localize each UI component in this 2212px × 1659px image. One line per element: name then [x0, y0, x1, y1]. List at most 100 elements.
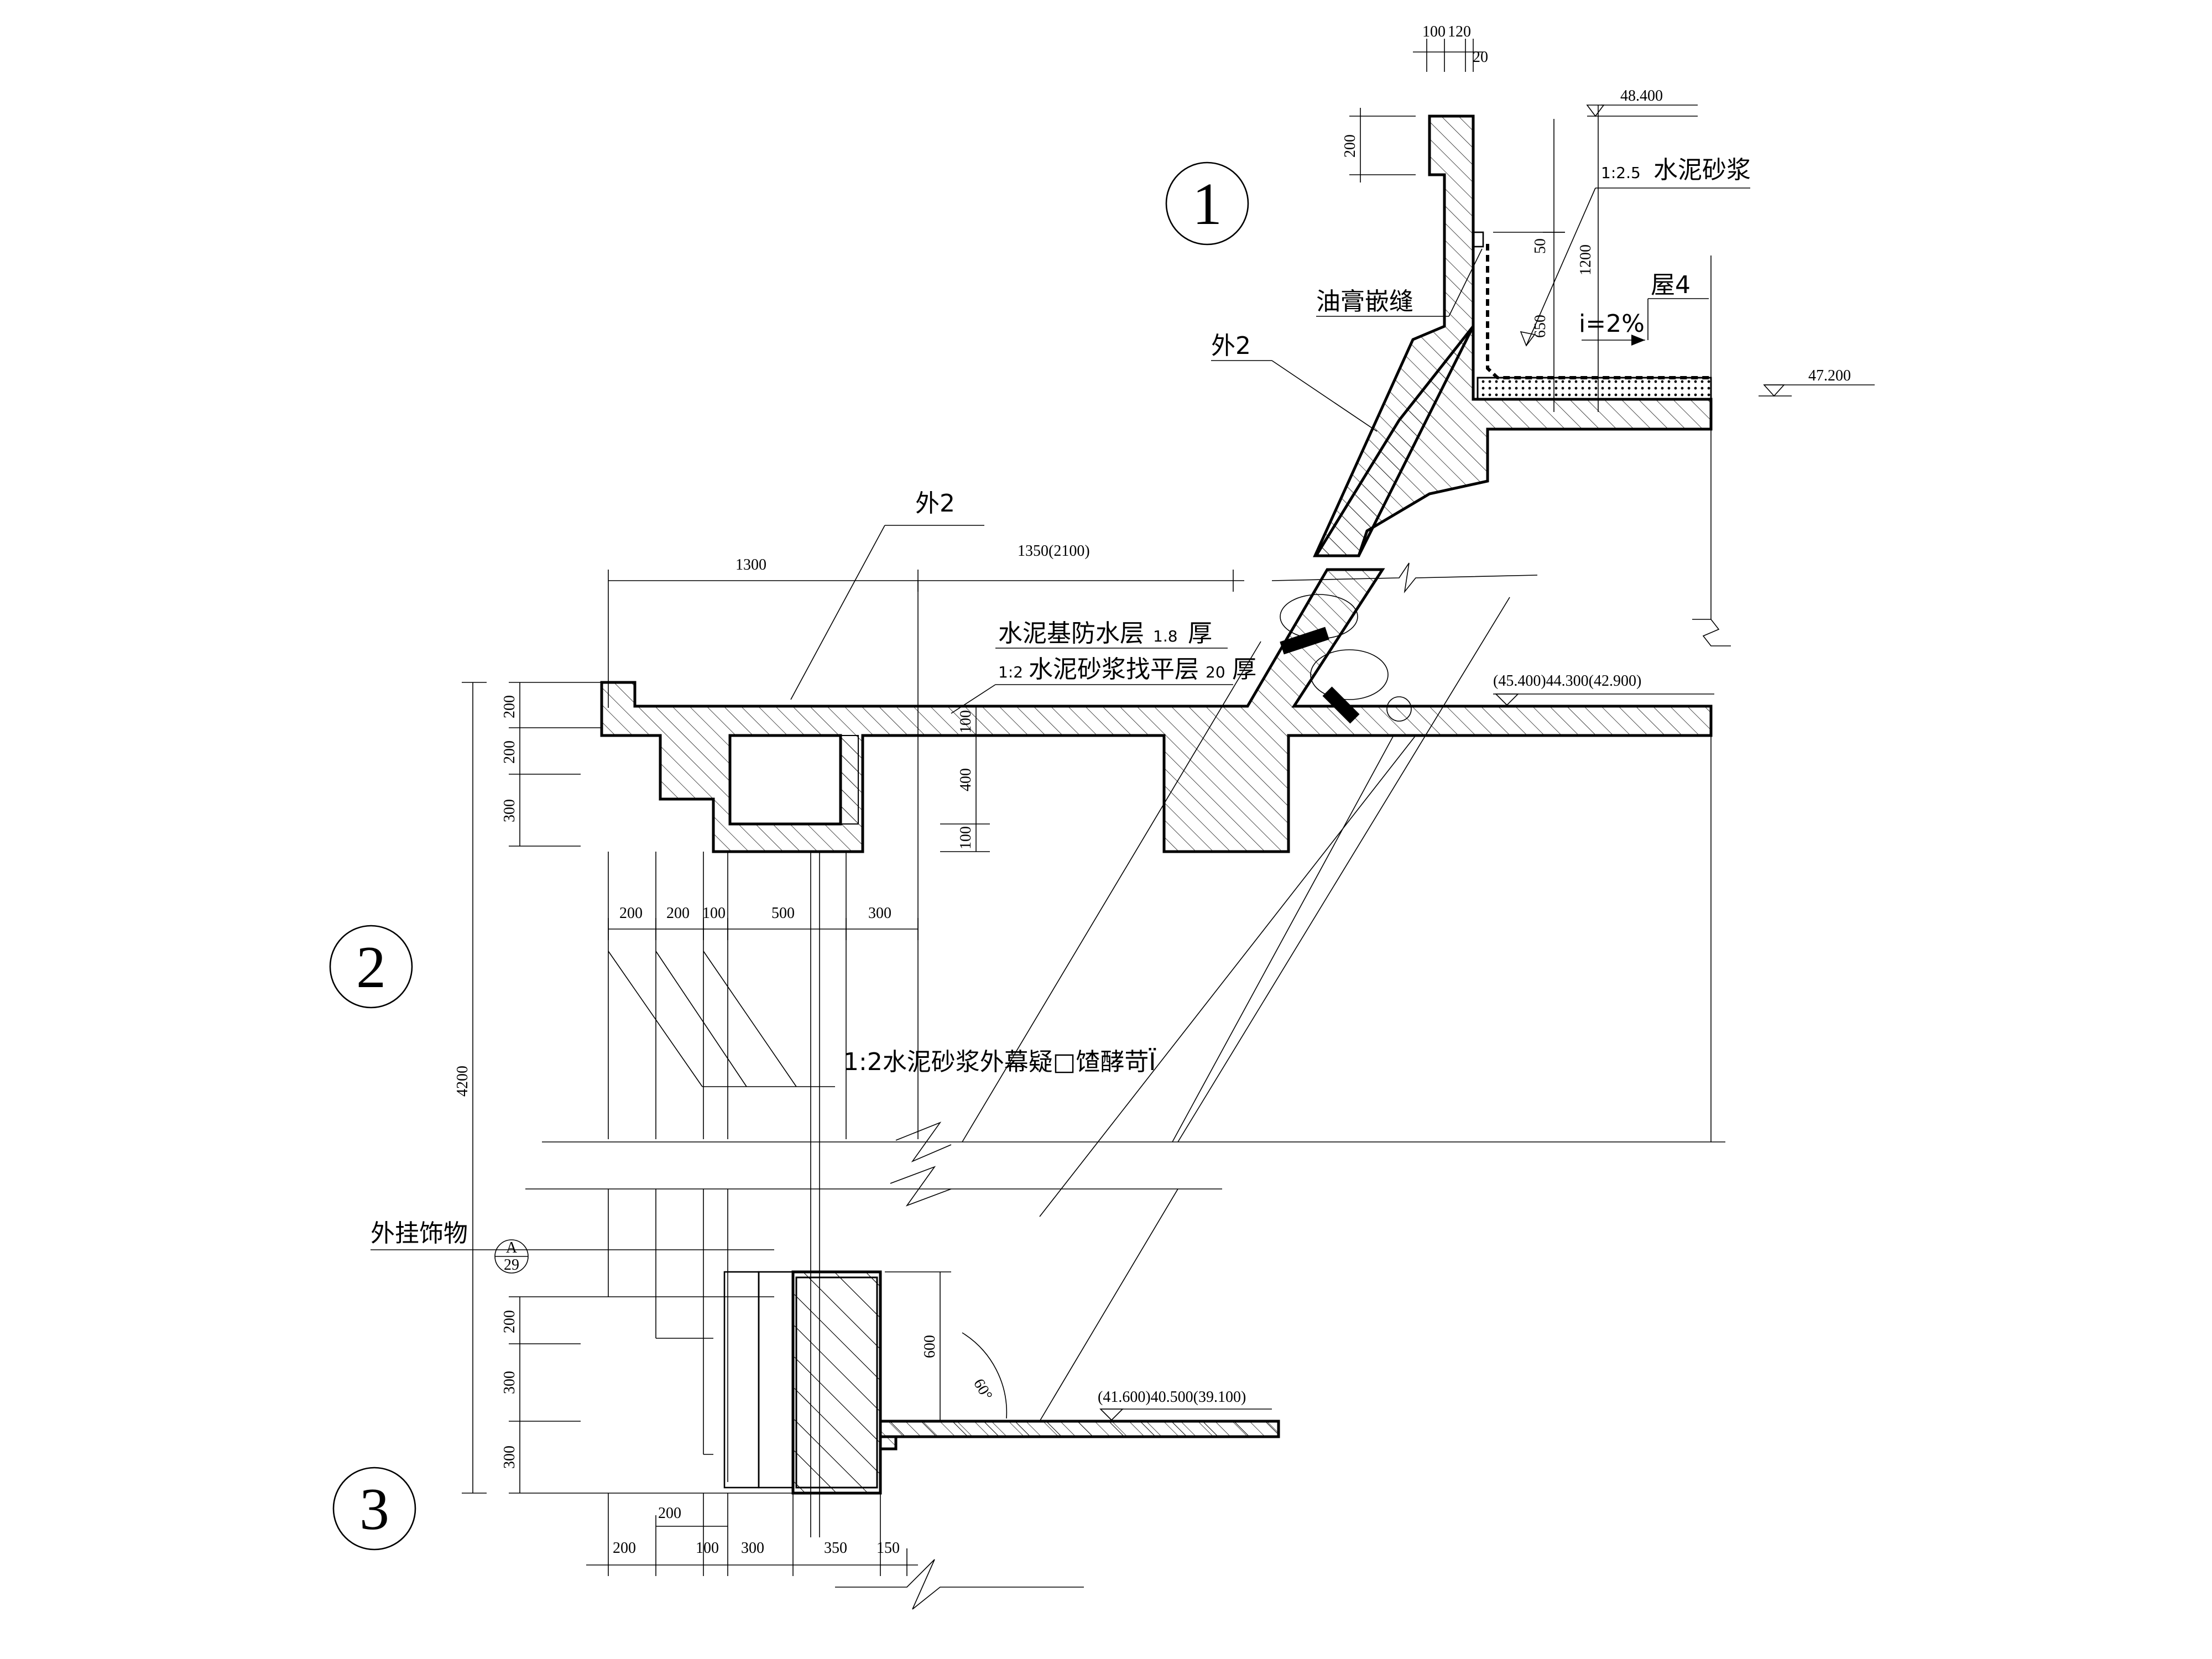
callout-ext-top: 外2 [790, 489, 984, 700]
break-mark-right [1692, 619, 1731, 646]
mid-brick-edge [840, 735, 859, 825]
elev-mid: (45.400)44.300(42.900) [1493, 672, 1714, 706]
dim-600 [885, 1271, 951, 1422]
dim-mid-vertical [940, 706, 990, 852]
svg-text:200: 200 [501, 740, 518, 764]
svg-text:4200: 4200 [454, 1066, 471, 1097]
svg-text:屋4: 屋4 [1651, 271, 1691, 299]
svg-text:200: 200 [666, 905, 690, 922]
dim-total-height [462, 682, 487, 1494]
svg-text:600: 600 [921, 1335, 938, 1358]
svg-text:油膏嵌缝: 油膏嵌缝 [1316, 288, 1413, 316]
dim-parapet [1349, 108, 1416, 182]
svg-text:60°: 60° [970, 1376, 995, 1403]
svg-text:100: 100 [957, 826, 974, 849]
detail-marker-2: 2 [329, 925, 413, 1009]
svg-text:外2: 外2 [1211, 332, 1251, 360]
dim-top [1413, 39, 1483, 72]
svg-text:厚: 厚 [1232, 655, 1256, 684]
roof-insulation-layer [1477, 377, 1712, 400]
callout-waterproof: 水泥基防水层 1.8 厚 1:2 水泥砂浆找平层 20 厚 [951, 619, 1256, 714]
svg-text:1:2.5: 1:2.5 [1601, 164, 1641, 182]
svg-text:50: 50 [1532, 238, 1549, 254]
hanging-ornament-frame-inner [758, 1271, 794, 1489]
svg-text:200: 200 [658, 1505, 681, 1522]
hidden-line-1 [1172, 735, 1394, 1142]
callout-mortar: 1:2.5 水泥砂浆 [1520, 156, 1751, 347]
dim-left-upper [509, 682, 603, 847]
svg-text:300: 300 [501, 1371, 518, 1394]
svg-text:A: A [506, 1239, 518, 1256]
svg-text:500: 500 [771, 905, 795, 922]
hidden-line-3 [962, 641, 1261, 1142]
svg-text:100: 100 [702, 905, 726, 922]
dim-left-lower [509, 1296, 608, 1494]
callout-ext-slope: 外2 [1211, 332, 1378, 432]
svg-text:水泥砂浆: 水泥砂浆 [1653, 156, 1751, 184]
svg-text:1:2: 1:2 [998, 663, 1023, 681]
svg-text:1300: 1300 [735, 556, 766, 573]
svg-text:300: 300 [741, 1540, 764, 1557]
drip-notch [1472, 231, 1484, 248]
svg-text:400: 400 [957, 768, 974, 791]
svg-text:1:2水泥砂浆外幕疑□馇酵苛Ï: 1:2水泥砂浆外幕疑□馇酵苛Ï [843, 1047, 1156, 1076]
svg-text:200: 200 [501, 1310, 518, 1333]
svg-text:1.8: 1.8 [1153, 627, 1178, 645]
svg-text:水泥砂浆找平层: 水泥砂浆找平层 [1029, 655, 1199, 684]
svg-text:48.400: 48.400 [1620, 87, 1663, 105]
svg-text:20: 20 [1206, 663, 1225, 681]
dim-1200 [1493, 105, 1698, 412]
elev-roof: 47.200 [1759, 367, 1875, 397]
svg-text:350: 350 [824, 1540, 847, 1557]
hidden-line-2 [1177, 597, 1510, 1142]
svg-text:厚: 厚 [1188, 619, 1212, 648]
dim-bottom [586, 1493, 918, 1576]
svg-text:水泥基防水层: 水泥基防水层 [998, 619, 1144, 648]
svg-text:外2: 外2 [915, 489, 955, 518]
svg-text:29: 29 [504, 1256, 519, 1274]
svg-text:1: 1 [1192, 171, 1222, 237]
svg-text:外挂饰物: 外挂饰物 [371, 1219, 468, 1248]
detail-marker-1: 1 [1165, 161, 1249, 246]
svg-text:(41.600)40.500(39.100): (41.600)40.500(39.100) [1098, 1389, 1246, 1406]
svg-text:200: 200 [1342, 134, 1359, 158]
lower-slope-line [1039, 1188, 1178, 1422]
lower-beam-core [795, 1276, 878, 1489]
svg-text:120: 120 [1448, 23, 1471, 40]
callout-facade: 1:2水泥砂浆外幕疑□馇酵苛Ï [608, 951, 1156, 1087]
svg-text:i=2%: i=2% [1579, 310, 1645, 338]
svg-text:200: 200 [619, 905, 643, 922]
svg-text:100: 100 [1422, 23, 1446, 40]
svg-text:47.200: 47.200 [1808, 367, 1851, 384]
svg-text:1350(2100): 1350(2100) [1018, 542, 1090, 560]
svg-text:(45.400)44.300(42.900): (45.400)44.300(42.900) [1493, 672, 1641, 690]
detail-marker-3: 3 [332, 1467, 416, 1551]
svg-text:20: 20 [1473, 49, 1488, 66]
callout-oil-seal: 油膏嵌缝 [1316, 248, 1483, 317]
svg-text:150: 150 [877, 1540, 900, 1557]
angle-mark: 60° [962, 1332, 1008, 1419]
svg-text:1200: 1200 [1577, 244, 1594, 275]
hanging-ornament-frame-outer [723, 1271, 760, 1489]
mid-roof-slab [600, 568, 1713, 853]
wall-lines [525, 581, 1725, 1482]
callout-hanging: 外挂饰物 A 29 [371, 1219, 774, 1274]
dim-upper-horizontal [608, 570, 1244, 708]
svg-text:300: 300 [501, 799, 518, 822]
mid-void-box [728, 734, 842, 826]
gutter-symbols [1280, 594, 1412, 724]
callout-roof: 屋4 i=2% [1579, 271, 1709, 346]
svg-text:200: 200 [501, 695, 518, 718]
lower-slab [879, 1420, 1280, 1451]
hidden-line-4 [1039, 735, 1416, 1217]
svg-text:100: 100 [696, 1540, 719, 1557]
svg-text:3: 3 [359, 1477, 389, 1542]
svg-text:300: 300 [868, 905, 891, 922]
elev-low: (41.600)40.500(39.100) [1098, 1389, 1272, 1421]
break-mark-slope [1271, 562, 1538, 593]
roof-membrane [1486, 244, 1711, 379]
svg-text:200: 200 [613, 1540, 636, 1557]
svg-text:2: 2 [356, 935, 386, 1000]
svg-text:300: 300 [501, 1446, 518, 1469]
